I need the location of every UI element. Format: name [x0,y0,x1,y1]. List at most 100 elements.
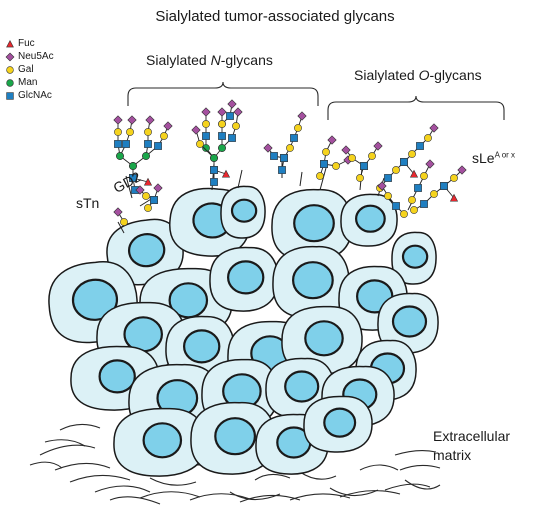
cell-nucleus [127,233,166,268]
residue-neu5ac [191,125,201,135]
residue-neu5ac [153,183,163,193]
residue-gal [356,174,364,182]
residue-glcnac [392,202,400,210]
cell-nucleus [391,305,428,338]
residue-glcnac [420,200,428,208]
residue-gal [408,196,416,204]
cell-nucleus [98,359,136,394]
residue-neu5ac [373,141,383,151]
residue-glcnac [384,174,392,182]
residue-glcnac [144,140,152,148]
residue-man [210,154,218,162]
ecm-label-line2: matrix [433,447,472,463]
residue-glcnac [290,134,298,142]
cell-nucleus [401,244,429,269]
residue-neu5ac [201,107,211,117]
residue-neu5ac [377,181,387,191]
residue-gal [392,166,400,174]
ecm-fiber [189,493,251,501]
residue-glcnac [228,134,236,142]
residue-gal [420,172,428,180]
residue-man [116,152,124,160]
residue-glcnac [154,142,162,150]
residue-gal [400,210,408,218]
glycan-stem [117,221,125,234]
glycan-stem [319,167,327,191]
ecm-fiber [404,479,441,490]
cell-nucleus [292,261,334,300]
glycan-stem [237,169,243,189]
residue-gal [144,128,152,136]
residue-gal [232,122,240,130]
residue-glcnac [218,132,226,140]
cell-nucleus [323,407,357,438]
o-glycans-label: Sialylated O-glycans [354,67,482,83]
residue-gal [196,140,204,148]
residue-glcnac [150,196,158,204]
cell-nucleus [226,260,265,295]
residue-fuc [449,193,459,202]
ecm-fiber [149,477,197,486]
residue-glcnac [129,174,137,182]
residue-man [202,144,210,152]
ecm-fiber [384,483,431,491]
cell-nucleus [293,204,335,243]
legend-label-glcnac: GlcNAc [18,90,52,101]
residue-fuc [409,169,419,178]
legend-label-neu5ac: Neu5Ac [18,51,54,62]
residue-glcnac [440,182,448,190]
glycan-stem [299,171,303,187]
ecm-fiber [39,444,96,456]
glycan-residues [113,99,467,226]
residue-gal [218,120,226,128]
residue-neu5ac [135,185,145,195]
cell-nucleus [304,320,344,357]
tumor-cell [113,407,207,477]
ecm-fiber [359,464,399,471]
residue-glcnac [210,166,218,174]
residue-neu5ac [145,115,155,125]
residue-gal [120,218,128,226]
tumor-cell [340,193,398,247]
ecm-label-line1: Extracellular [433,428,511,444]
residue-neu5ac [425,159,435,169]
group-brackets [127,81,505,120]
residue-gal [160,132,168,140]
tumor-cell-cluster [48,185,439,477]
ecm-fiber [394,449,437,456]
residue-man [218,144,226,152]
residue-gal [384,192,392,200]
residue-neu5ac [217,107,227,117]
legend-label-gal: Gal [18,64,34,75]
residue-glcnac [202,132,210,140]
stn-label: sTn [76,195,100,211]
ecm-fiber [399,464,441,471]
residue-glcnac [280,154,288,162]
tumor-cell [391,231,437,285]
n-glycans-bracket [127,81,319,106]
residue-neu5ac [127,115,137,125]
residue-gal [368,152,376,160]
residue-man [129,162,137,170]
glycan-stem [125,175,133,199]
residue-glcnac [416,142,424,150]
residue-neu5ac [457,165,467,175]
residue-gal [114,128,122,136]
ecm-fiber [44,439,86,447]
residue-gal [322,148,330,156]
residue-glcnac [210,178,218,186]
ecm-fiber [289,493,351,501]
tumor-cell [272,245,350,319]
ecm-fiber [139,491,201,499]
residue-glcnac [414,184,422,192]
residue-gal [142,192,150,200]
tumor-cell [303,395,373,453]
residue-glcnac [360,162,368,170]
residue-man [142,152,150,160]
residue-glcnac [278,166,286,174]
residue-neu5ac [233,107,243,117]
residue-gal [332,162,340,170]
residue-neu5ac [5,52,15,62]
residue-gal [294,124,302,132]
